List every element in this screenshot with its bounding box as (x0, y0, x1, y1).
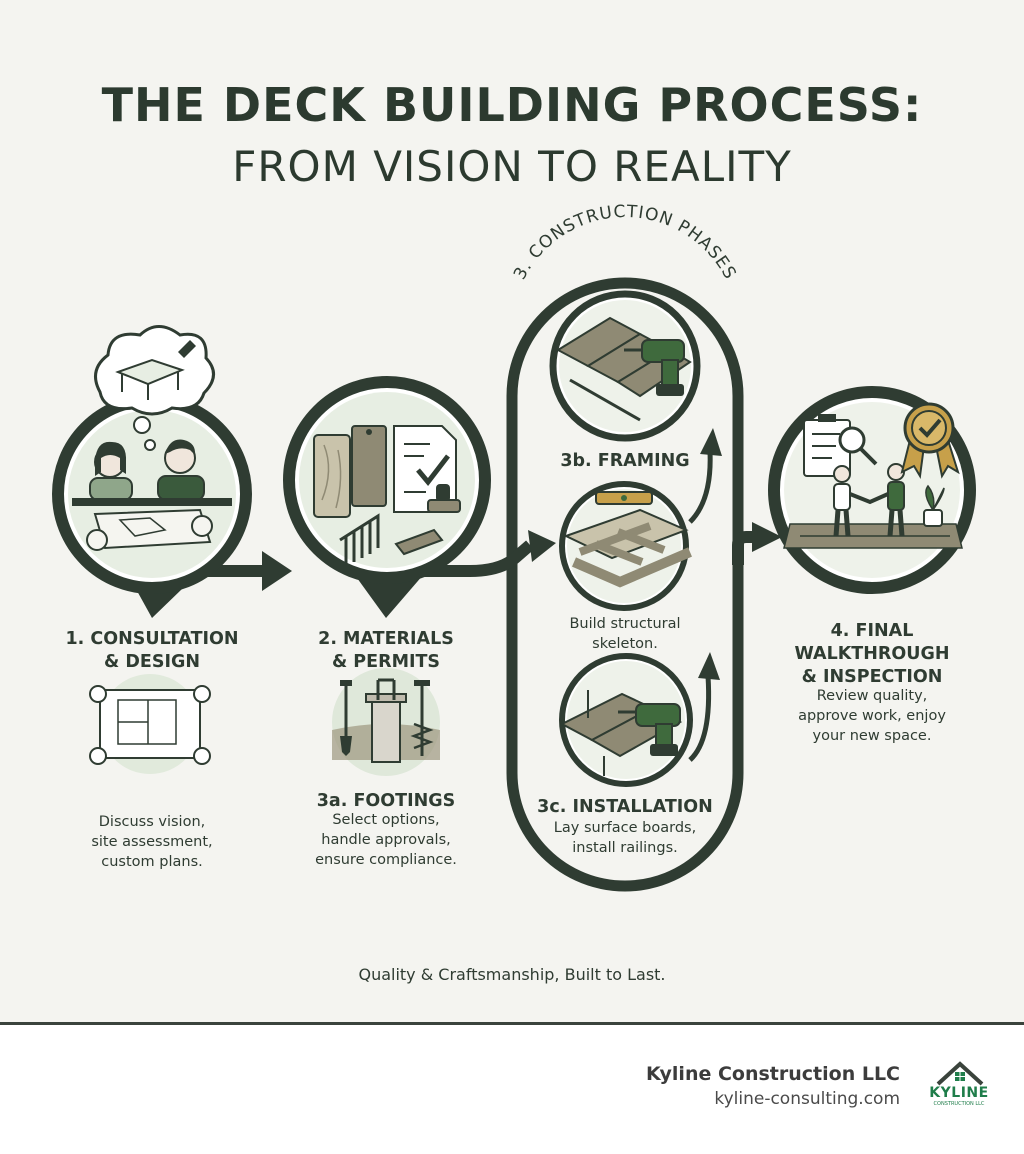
drill-icon-2 (618, 703, 681, 756)
step-3b-title: 3b. FRAMING (560, 451, 690, 471)
floor-plan-icon (89, 674, 211, 774)
logo-house-icon (936, 1061, 984, 1086)
drill-icon (624, 339, 685, 396)
footing-icon (332, 668, 440, 776)
construction-phases-label: 3. CONSTRUCTION PHASES (510, 202, 740, 283)
blueprint-icon (86, 508, 213, 551)
framing-arrow (688, 451, 713, 524)
shovel-icon (340, 680, 352, 756)
step-3a-title: 3a. FOOTINGS (316, 791, 456, 811)
beam-icon (394, 528, 444, 556)
logo-wordmark: KYLINE (929, 1085, 989, 1101)
tagline: Quality & Craftsmanship, Built to Last. (358, 965, 666, 984)
frame-grid-icon (563, 508, 692, 588)
clipboard-icon (803, 414, 851, 477)
wood-plank-icon (313, 425, 387, 518)
handshake-icon (833, 463, 905, 537)
step-1-title: 1. CONSULTATION & DESIGN (65, 629, 239, 672)
screw-icon (587, 690, 605, 776)
process-diagram: 3. CONSTRUCTION PHASES (52, 202, 976, 892)
magnifier-icon (838, 426, 878, 466)
people-icon (89, 439, 205, 501)
step-4-description: Review quality, approve work, enjoy your… (798, 688, 946, 744)
step-3a-description: Select options, handle approvals, ensure… (315, 812, 457, 868)
footer-divider (0, 1022, 1024, 1025)
step-3c-title: 3c. INSTALLATION (537, 797, 713, 817)
deck-sketch-icon (115, 358, 185, 400)
step-4-title: 4. FINAL WALKTHROUGH & INSPECTION (794, 621, 950, 687)
footer (0, 1025, 1024, 1154)
stamp-icon (427, 484, 461, 513)
construction-phases-outline (506, 277, 744, 892)
installation-arrow (688, 675, 712, 762)
pencil-icon (178, 340, 196, 358)
decking-circle (549, 290, 701, 442)
page-title: THE DECK BUILDING PROCESS: (101, 78, 923, 132)
plant-icon (923, 484, 945, 527)
company-name: Kyline Construction LLC (646, 1063, 900, 1085)
framing-circle (559, 481, 692, 611)
consultation-circle (52, 394, 252, 618)
materials-circle (283, 376, 491, 618)
page-subtitle: FROM VISION TO REALITY (232, 142, 792, 191)
thought-cloud-icon (94, 325, 215, 451)
logo-subtext: CONSTRUCTION LLC (933, 1101, 985, 1107)
website-link[interactable]: kyline-consulting.com (714, 1089, 900, 1109)
step-2-title: 2. MATERIALS & PERMITS (318, 629, 454, 672)
railing-icon (339, 513, 380, 566)
quality-badge-icon (900, 402, 960, 479)
installation-circle (559, 653, 693, 787)
step-1-description: Discuss vision, site assessment, custom … (91, 814, 213, 870)
step-3b-description: Build structural skeleton. (569, 616, 681, 652)
auger-icon (410, 680, 434, 756)
connector-arrows (195, 522, 782, 591)
step-3c-description: Lay surface boards, install railings. (553, 820, 697, 856)
